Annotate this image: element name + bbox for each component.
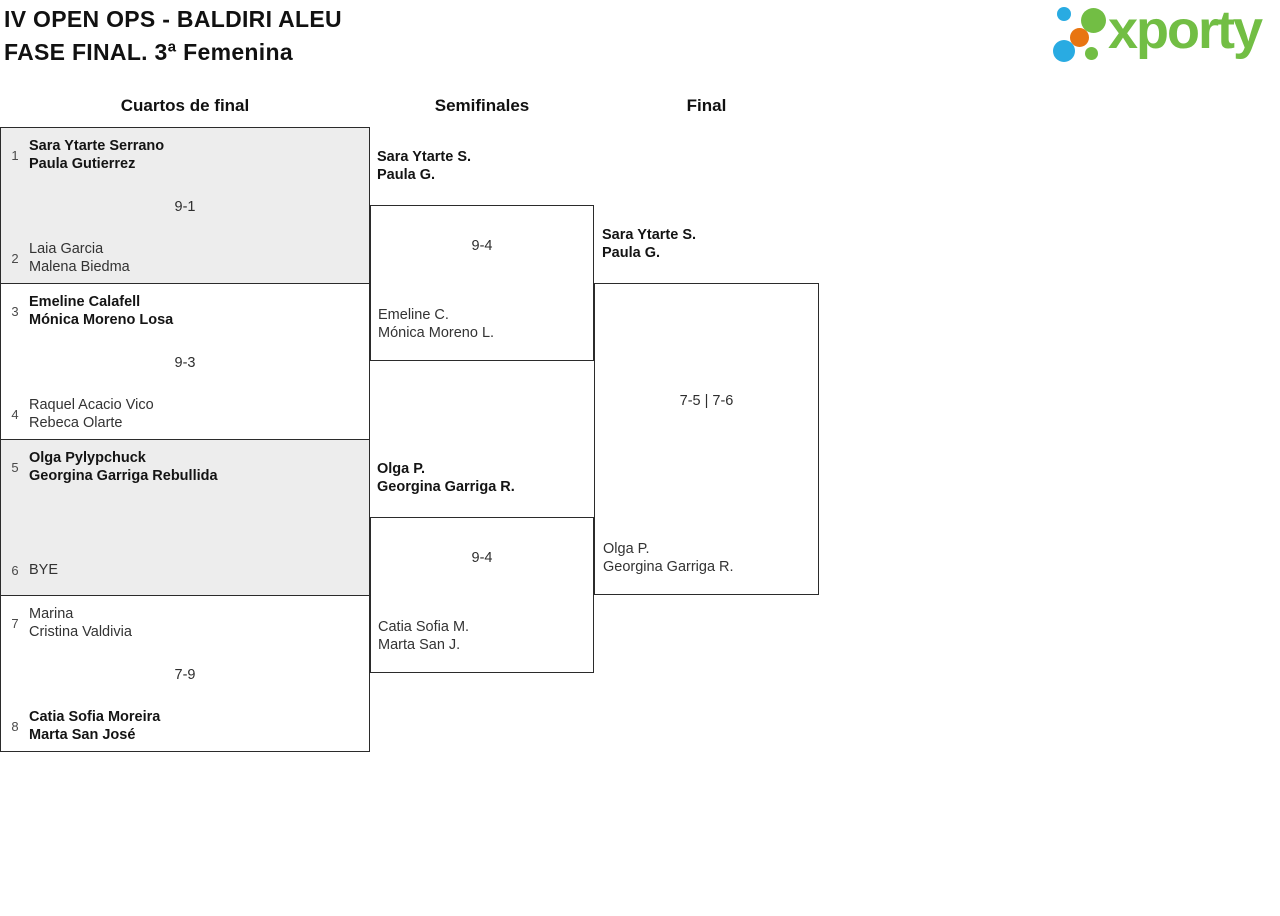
match-qf-3: 5 Olga Pylypchuck Georgina Garriga Rebul… xyxy=(0,439,370,596)
team-name-line: Malena Biedma xyxy=(29,259,130,275)
team-name-line: Sara Ytarte S. xyxy=(377,149,472,165)
team-name-line: Georgina Garriga R. xyxy=(377,479,515,495)
team-name-line: Catia Sofia M. xyxy=(378,619,470,635)
team-name-line: Emeline Calafell xyxy=(29,294,141,310)
team-name-line: Catia Sofia Moreira xyxy=(29,709,161,725)
match-sf-2: 9-4 Catia Sofia M. Marta San J. xyxy=(370,517,594,673)
team-name-line: Mónica Moreno Losa xyxy=(29,312,174,328)
seed-number: 8 xyxy=(11,718,19,734)
team-names: Olga P. Georgina Garriga R. xyxy=(603,540,814,576)
team-name-line: Sara Ytarte Serrano xyxy=(29,138,165,154)
round-header-final: Final xyxy=(686,96,727,115)
seed-number: 7 xyxy=(11,615,19,631)
tournament-title: IV OPEN OPS - BALDIRI ALEU xyxy=(4,6,342,32)
xporty-logo-text: xporty xyxy=(1108,0,1263,60)
team-names: Sara Ytarte S. Paula G. xyxy=(602,226,696,262)
team-name-line: Marta San José xyxy=(29,727,136,743)
team-name-line: Olga P. xyxy=(377,461,426,477)
match-qf-1: 1 Sara Ytarte Serrano Paula Gutierrez 9-… xyxy=(0,127,370,284)
team-names: Marina Cristina Valdivia xyxy=(29,605,365,641)
match-score: 9-1 xyxy=(174,199,196,215)
team-name-line: Cristina Valdivia xyxy=(29,624,132,640)
match-final: 7-5 | 7-6 Olga P. Georgina Garriga R. xyxy=(594,283,819,595)
seed-number: 4 xyxy=(11,406,19,422)
seed-number: 5 xyxy=(11,459,19,475)
match-score: 9-4 xyxy=(471,238,493,254)
round-header-semifinales: Semifinales xyxy=(434,96,530,115)
team-name-line: Marta San J. xyxy=(378,637,461,653)
seed-number: 6 xyxy=(11,562,19,578)
match-sf-1: 9-4 Emeline C. Mónica Moreno L. xyxy=(370,205,594,361)
team-name-line: Paula Gutierrez xyxy=(29,156,136,172)
team-names: Sara Ytarte Serrano Paula Gutierrez xyxy=(29,137,365,173)
team-name-line: Georgina Garriga Rebullida xyxy=(29,468,218,484)
match-score: 9-4 xyxy=(471,550,493,566)
team-names: Raquel Acacio Vico Rebeca Olarte xyxy=(29,396,365,432)
logo-dot-icon xyxy=(1081,8,1106,33)
team-name-line: Rebeca Olarte xyxy=(29,415,123,431)
page-title: IV OPEN OPS - BALDIRI ALEU FASE FINAL. 3… xyxy=(4,3,342,69)
team-names: Sara Ytarte S. Paula G. xyxy=(377,148,471,184)
team-name-line: Georgina Garriga R. xyxy=(603,559,734,575)
team-names: Catia Sofia M. Marta San J. xyxy=(378,618,589,654)
seed-number: 3 xyxy=(11,303,19,319)
team-name-line: Paula G. xyxy=(602,245,661,261)
logo-dot-icon xyxy=(1057,7,1071,21)
logo-dot-icon xyxy=(1070,28,1089,47)
team-name-line: Raquel Acacio Vico xyxy=(29,397,154,413)
seed-number: 2 xyxy=(11,250,19,266)
team-name-line: Sara Ytarte S. xyxy=(602,227,697,243)
team-names: Olga P. Georgina Garriga R. xyxy=(377,460,515,496)
logo-dot-icon xyxy=(1053,40,1075,62)
team-name-line: Laia Garcia xyxy=(29,241,104,257)
team-names: Catia Sofia Moreira Marta San José xyxy=(29,708,365,744)
seed-number: 1 xyxy=(11,147,19,163)
match-qf-2: 3 Emeline Calafell Mónica Moreno Losa 9-… xyxy=(0,283,370,440)
round-header-cuartos: Cuartos de final xyxy=(120,96,250,115)
team-names: BYE xyxy=(29,552,365,588)
team-names: Emeline Calafell Mónica Moreno Losa xyxy=(29,293,365,329)
team-names: Olga Pylypchuck Georgina Garriga Rebulli… xyxy=(29,449,365,485)
team-name-line: Paula G. xyxy=(377,167,436,183)
team-name-line: BYE xyxy=(29,562,59,578)
team-name-line: Emeline C. xyxy=(378,307,449,323)
team-names: Laia Garcia Malena Biedma xyxy=(29,240,365,276)
match-score: 9-3 xyxy=(174,355,196,371)
match-qf-4: 7 Marina Cristina Valdivia 7-9 8 Catia S… xyxy=(0,595,370,752)
xporty-logo[interactable]: xporty xyxy=(1050,0,1276,70)
logo-dot-icon xyxy=(1085,47,1098,60)
team-name-line: Olga P. xyxy=(603,541,650,557)
team-names: Emeline C. Mónica Moreno L. xyxy=(378,306,589,342)
team-name-line: Olga Pylypchuck xyxy=(29,450,146,466)
match-score: 7-9 xyxy=(174,667,196,683)
tournament-subtitle: FASE FINAL. 3ª Femenina xyxy=(4,39,293,65)
match-score: 7-5 | 7-6 xyxy=(679,393,734,409)
team-name-line: Marina xyxy=(29,606,74,622)
team-name-line: Mónica Moreno L. xyxy=(378,325,495,341)
